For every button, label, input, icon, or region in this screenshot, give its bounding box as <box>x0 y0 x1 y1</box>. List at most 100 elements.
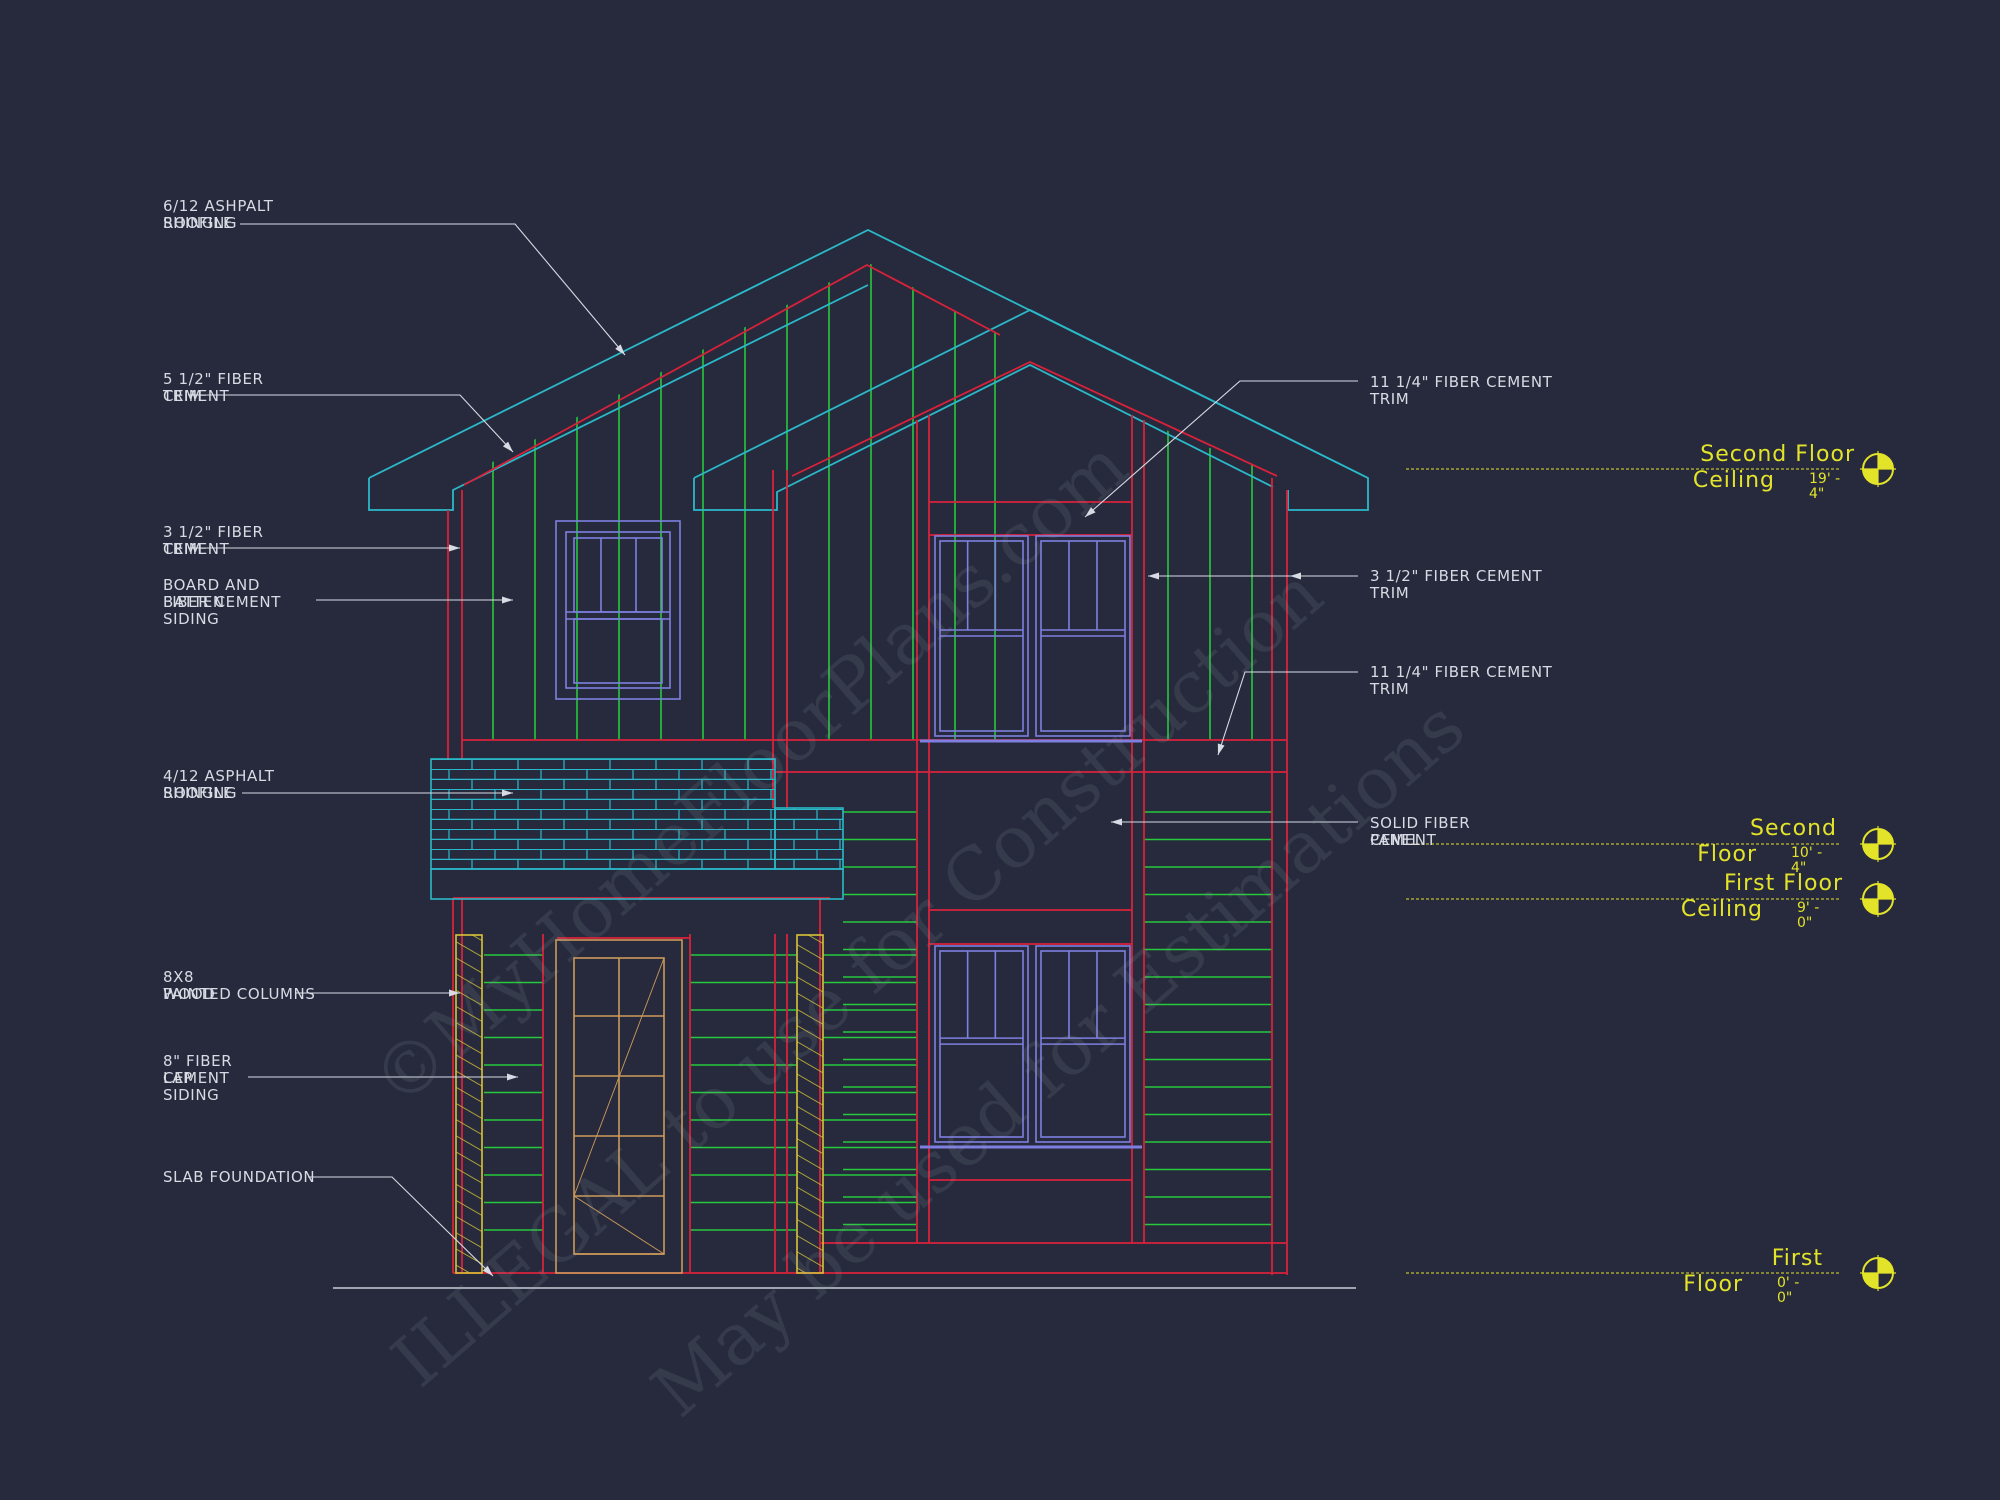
annotation-line-2: CEMENT <box>163 540 230 558</box>
annotation-line-1: 3 1/2" FIBER CEMENT <box>1370 567 1543 585</box>
porch-column-left <box>455 934 483 1274</box>
porch-roof <box>430 758 844 900</box>
annotation-line-1: SLAB FOUNDATION <box>163 1168 315 1186</box>
annotation-line-2: TRIM <box>1369 390 1409 408</box>
arrow-head <box>1085 507 1096 517</box>
level-name-2: Floor <box>1683 1272 1743 1297</box>
annotation-line-2b: SHINGLE <box>163 214 233 232</box>
level-name-1: Second Floor <box>1700 442 1855 467</box>
annotation-line-1: 8X8 <box>163 968 194 986</box>
annotation-line-1: 8" FIBER <box>163 1052 232 1070</box>
arrow-head <box>449 544 460 552</box>
level-name-2: Floor <box>1697 842 1757 867</box>
annotation-left-7: SLAB FOUNDATION <box>163 1168 315 1186</box>
annotation-line-1: 5 1/2" FIBER <box>163 370 264 388</box>
level-elevation-in: 4" <box>1809 486 1824 502</box>
annotation-line-2b: LAP <box>163 1069 193 1087</box>
arrow-head <box>449 989 460 997</box>
leader-line <box>1084 380 1358 518</box>
arrow-head <box>507 1073 518 1081</box>
level-name-1: First Floor <box>1724 871 1843 896</box>
front-door <box>555 939 683 1274</box>
leader-line <box>308 1176 494 1277</box>
leader-line <box>240 223 626 356</box>
level-name-1: Second <box>1750 816 1837 841</box>
annotation-line-2: TRIM <box>1369 584 1409 602</box>
level-name-2: Ceiling <box>1693 468 1775 493</box>
arrow-head <box>615 344 625 355</box>
level-elevation-in: 0" <box>1797 915 1812 931</box>
window-upper-center <box>920 535 1142 743</box>
annotation-line-1: 6/12 ASHPALT <box>163 197 274 215</box>
annotation-line-3: SIDING <box>163 1086 219 1104</box>
arrow-head <box>1217 743 1225 755</box>
level-elevation-ft: 0' - <box>1777 1275 1799 1291</box>
annotation-line-2: ROOFING <box>163 214 237 232</box>
level-name-1: First <box>1772 1246 1823 1271</box>
board-batten-siding-right <box>1167 420 1253 740</box>
annotation-line-1: 11 1/4" FIBER CEMENT <box>1370 663 1553 681</box>
level-elevation-ft: 9' - <box>1797 900 1819 916</box>
level-name-2: Ceiling <box>1681 897 1763 922</box>
arrow-head <box>1148 572 1159 580</box>
annotation-line-2: ROOFING <box>163 784 237 802</box>
level-elevation-ft: 10' - <box>1791 845 1822 861</box>
level-elevation-ft: 19' - <box>1809 471 1840 487</box>
annotation-line-2: CEMENT <box>1370 831 1437 849</box>
watermark: ©MyHomeFloorPlans.com ILLEGAL to use for… <box>356 423 1480 1433</box>
annotation-line-1: SOLID FIBER <box>1370 814 1470 832</box>
annotation-line-2b: SHINGLE <box>163 784 233 802</box>
front-gable-roof <box>693 308 1369 511</box>
annotation-line-2b: FIBER CEMENT <box>163 593 281 611</box>
arrow-head <box>1111 818 1122 826</box>
leader-line <box>1217 671 1358 756</box>
porch-column-right <box>796 934 824 1274</box>
annotation-line-2: WOOD <box>163 985 215 1003</box>
arrow-head <box>1290 572 1301 580</box>
annotation-line-2: BATTEN <box>163 593 225 611</box>
wall-frame <box>447 263 1288 1275</box>
main-gable-roof <box>368 228 1369 511</box>
level-elevation-in: 4" <box>1791 860 1806 876</box>
window-upper-left <box>555 520 681 700</box>
annotation-line-1: BOARD AND <box>163 576 260 594</box>
level-elevation-in: 0" <box>1777 1290 1792 1306</box>
annotation-line-3: SIDING <box>163 610 219 628</box>
annotation-line-1: 4/12 ASPHALT <box>163 767 275 785</box>
annotation-line-2: CEMENT <box>163 1069 230 1087</box>
annotation-line-2: TRIM <box>1369 680 1409 698</box>
annotation-line-2: CEMENT <box>163 387 230 405</box>
lap-siding <box>484 811 1272 1231</box>
annotation-line-2b: TRIM <box>162 540 202 558</box>
arrow-head <box>482 1265 493 1276</box>
arrow-head <box>502 596 513 604</box>
window-lower-center <box>920 945 1142 1149</box>
annotation-line-2b: TRIM <box>162 387 202 405</box>
leader-line <box>188 394 514 453</box>
annotation-line-1: 11 1/4" FIBER CEMENT <box>1370 373 1553 391</box>
solid-fiber-cement-panel <box>932 776 1130 908</box>
annotation-line-1: 3 1/2" FIBER <box>163 523 264 541</box>
annotation-line-2b: PAINTED COLUMNS <box>163 985 316 1003</box>
annotation-leaders <box>188 223 1358 1277</box>
annotation-line-2b: PANEL <box>1370 831 1420 849</box>
arrow-head <box>502 441 513 452</box>
